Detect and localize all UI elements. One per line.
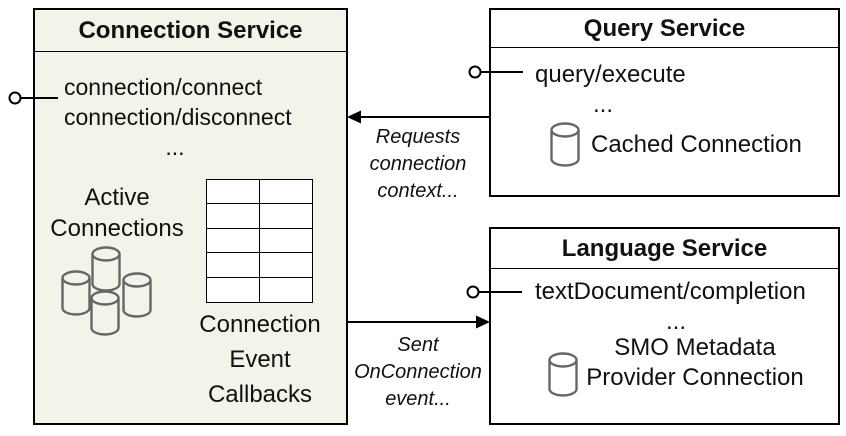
method-connection-connect: connection/connect [64, 74, 263, 100]
sent-onconnection-event-label: Sent OnConnection event... [354, 334, 482, 410]
query-service-methods: query/execute ... [535, 60, 686, 120]
query-service-title: Query Service [491, 10, 838, 48]
requests-connection-context-label: Requests connection context... [369, 126, 467, 202]
method-query-execute: query/execute [535, 61, 686, 88]
method-connection-disconnect: connection/disconnect [64, 104, 292, 130]
database-cluster-icon [61, 246, 152, 336]
cached-connection-caption: Cached Connection [591, 131, 802, 158]
active-connections-caption: Active Connections [50, 184, 184, 242]
callbacks-table-graphic [206, 179, 313, 303]
connection-service-box: Connection Service connection/connect co… [33, 8, 348, 425]
database-cylinder-icon [548, 352, 578, 397]
language-service-methods: textDocument/completion ... [535, 277, 817, 337]
method-textdocument-completion: textDocument/completion [535, 278, 806, 305]
language-service-box: Language Service textDocument/completion… [489, 227, 840, 425]
connection-service-title: Connection Service [35, 10, 346, 52]
query-service-box: Query Service query/execute ... Cached C… [489, 8, 840, 197]
ellipsis-text: ... [665, 308, 686, 335]
smo-metadata-provider-caption: SMO Metadata Provider Connection [586, 334, 804, 391]
language-service-title: Language Service [491, 229, 838, 269]
requests-connection-arrow [347, 110, 489, 124]
connection-event-callbacks-caption: Connection Event Callbacks [199, 311, 321, 408]
connection-service-methods: connection/connect connection/disconnect… [64, 72, 292, 162]
ellipsis-text: ... [165, 134, 185, 160]
database-cylinder-icon [550, 122, 580, 167]
ellipsis-text: ... [592, 91, 613, 118]
sent-onconnection-arrow [347, 315, 490, 329]
